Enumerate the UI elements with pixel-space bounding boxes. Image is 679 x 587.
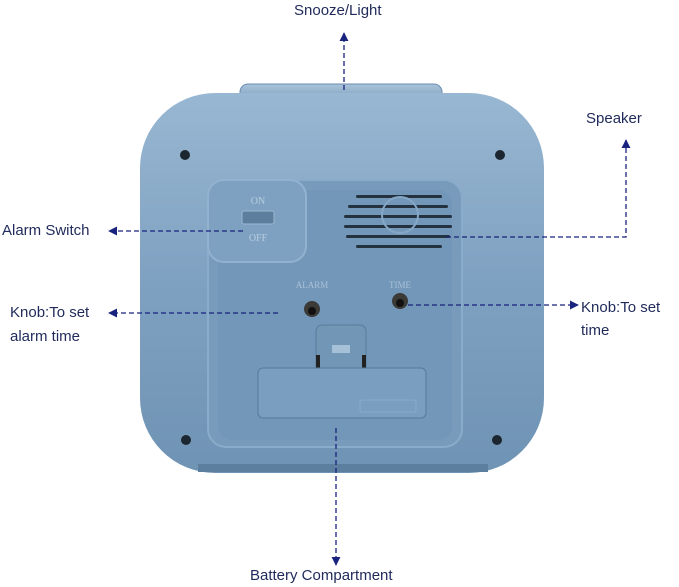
- time-embossed-label: TIME: [389, 280, 411, 290]
- battery-compartment-callout: Battery Compartment: [250, 567, 393, 584]
- time-knob-callout-line1: Knob:To set: [581, 299, 661, 316]
- alarm-switch-callout: Alarm Switch: [2, 222, 90, 239]
- alarm-switch[interactable]: [241, 210, 275, 225]
- switch-off-label: OFF: [249, 233, 268, 244]
- alarm-knob-callout-line2: alarm time: [10, 328, 81, 345]
- snooze-light-callout: Snooze/Light: [294, 2, 382, 19]
- alarm-knob-callout-line1: Knob:To set: [10, 304, 90, 321]
- alarm-knob-callout: Knob:To set alarm time: [10, 302, 89, 347]
- time-knob-callout-line2: time: [581, 322, 610, 339]
- screw-holes: [180, 150, 505, 445]
- battery-compartment-cover[interactable]: [257, 367, 427, 419]
- alarm-set-knob[interactable]: [304, 301, 320, 317]
- speaker-grille: [344, 195, 452, 248]
- time-knob-callout: Knob:To set time: [581, 297, 660, 341]
- time-set-knob[interactable]: [392, 293, 408, 309]
- alarm-embossed-label: ALARM: [296, 280, 329, 290]
- callout-lines: [108, 32, 631, 566]
- speaker-callout: Speaker: [586, 110, 642, 127]
- stand-latch[interactable]: [315, 324, 367, 379]
- switch-on-label: ON: [251, 196, 265, 207]
